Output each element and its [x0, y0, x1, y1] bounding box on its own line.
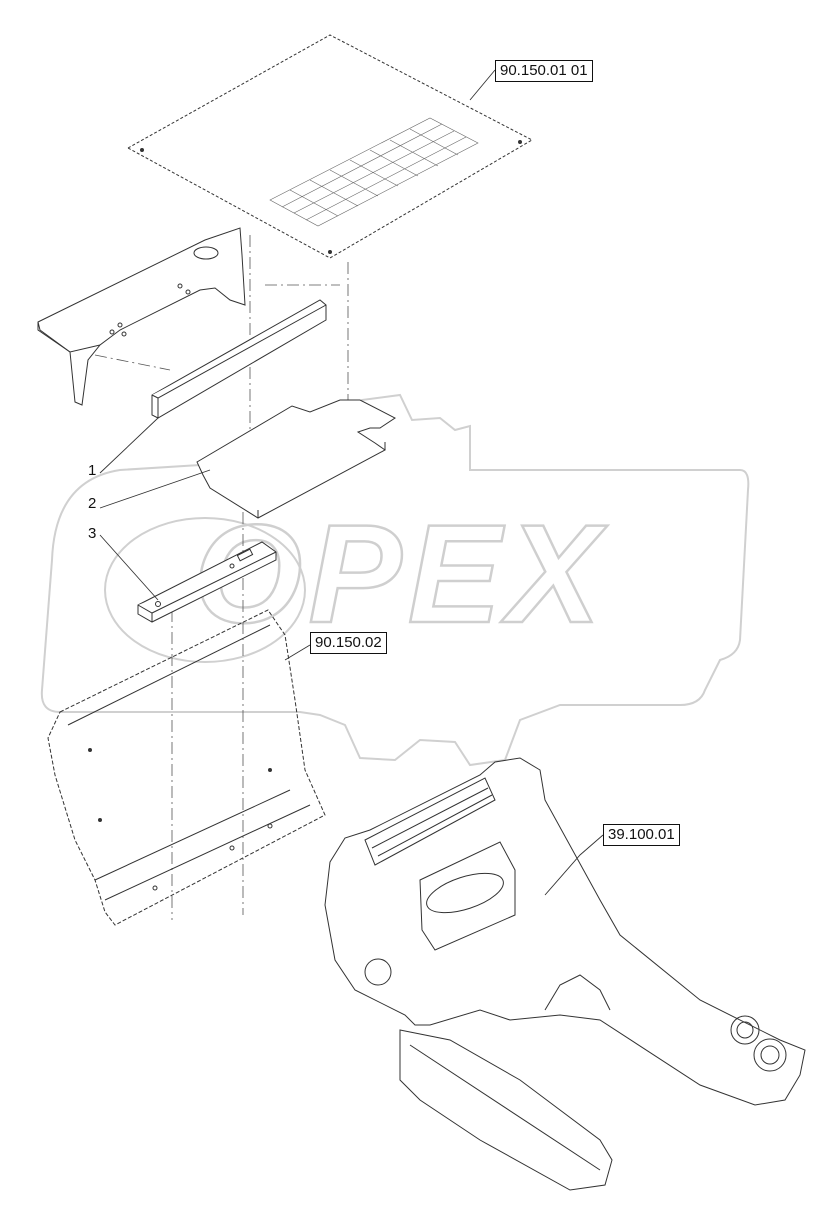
console-assembly	[324, 757, 806, 1191]
mounting-plate	[137, 541, 277, 623]
watermark-text: OPEX	[193, 495, 608, 652]
item-number-3: 3	[88, 525, 97, 542]
leader-lines	[99, 69, 604, 896]
insulation-block	[151, 299, 327, 419]
callout-rear-panel: 90.150.02	[310, 632, 387, 654]
insulation-mat	[196, 399, 396, 519]
item-number-1: 1	[88, 462, 97, 479]
callout-top-cover: 90.150.01 01	[495, 60, 593, 82]
opex-watermark	[40, 393, 750, 767]
upper-bracket	[37, 227, 246, 406]
cover-grille	[269, 117, 479, 227]
item-number-2: 2	[88, 495, 97, 512]
rear-panel	[47, 609, 326, 926]
top-cover-plate	[126, 34, 534, 259]
callout-console: 39.100.01	[603, 824, 680, 846]
